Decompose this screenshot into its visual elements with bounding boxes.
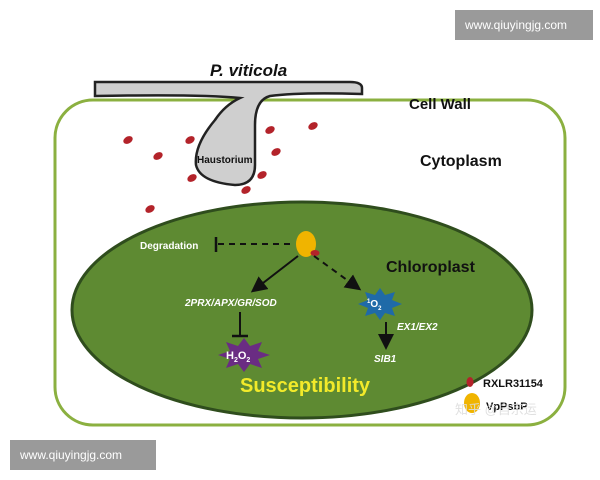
h2o2-h: H bbox=[226, 350, 234, 362]
susceptibility-label: Susceptibility bbox=[240, 375, 371, 397]
singlet-o: O bbox=[370, 299, 378, 310]
singlet-oxygen-star bbox=[358, 288, 402, 320]
rxlr-bound-dot bbox=[310, 250, 320, 256]
chloroplast-label: Chloroplast bbox=[386, 259, 476, 276]
effector-dot bbox=[153, 152, 163, 160]
sib1-label: SIB1 bbox=[374, 354, 397, 365]
legend-vppsbp-symbol bbox=[464, 393, 480, 413]
haustorium-label: Haustorium bbox=[197, 155, 253, 166]
effector-dot bbox=[187, 174, 197, 182]
h2o2-label: H2O2 bbox=[226, 350, 250, 364]
chloroplast bbox=[70, 200, 534, 420]
effector-dot bbox=[308, 122, 318, 130]
ex-label: EX1/EX2 bbox=[397, 322, 438, 333]
h2o2-o: O bbox=[238, 350, 247, 362]
pathogen-label: P. viticola bbox=[210, 61, 287, 80]
arrow-to-enzymes bbox=[250, 255, 299, 293]
h2o2-sub-1: 2 bbox=[234, 357, 238, 364]
arrow-to-singlet-oxygen bbox=[313, 255, 362, 291]
effector-dot bbox=[185, 136, 195, 144]
effector-dot bbox=[265, 126, 275, 134]
degradation-label: Degradation bbox=[140, 241, 198, 252]
watermark-top: www.qiuyingjg.com bbox=[455, 10, 593, 40]
effector-dot bbox=[271, 148, 281, 156]
legend-rxlr-label: RXLR31154 bbox=[483, 378, 544, 390]
legend-vppsbp-label: VpPsbP bbox=[486, 401, 528, 413]
watermark-bottom: www.qiuyingjg.com bbox=[10, 440, 156, 470]
legend-rxlr-symbol bbox=[466, 377, 474, 387]
effector-dot bbox=[257, 171, 267, 179]
effector-dot bbox=[241, 186, 251, 194]
pathogen-hypha bbox=[93, 80, 364, 187]
h2o2-sub-2: 2 bbox=[246, 357, 250, 364]
singlet-sup: 1 bbox=[367, 299, 371, 305]
singlet-sub: 2 bbox=[378, 306, 382, 312]
effector-dot bbox=[145, 205, 155, 213]
effector-dot bbox=[123, 136, 133, 144]
enzymes-label: 2PRX/APX/GR/SOD bbox=[184, 298, 277, 309]
h2o2-star bbox=[218, 338, 270, 372]
zhihu-watermark: 知乎 @自宗运 bbox=[455, 402, 537, 417]
cell-wall-label: Cell Wall bbox=[409, 96, 471, 113]
cytoplasm-label: Cytoplasm bbox=[420, 153, 502, 170]
singlet-oxygen-label: 1O2 bbox=[367, 299, 382, 312]
psbp-complex bbox=[296, 231, 316, 257]
